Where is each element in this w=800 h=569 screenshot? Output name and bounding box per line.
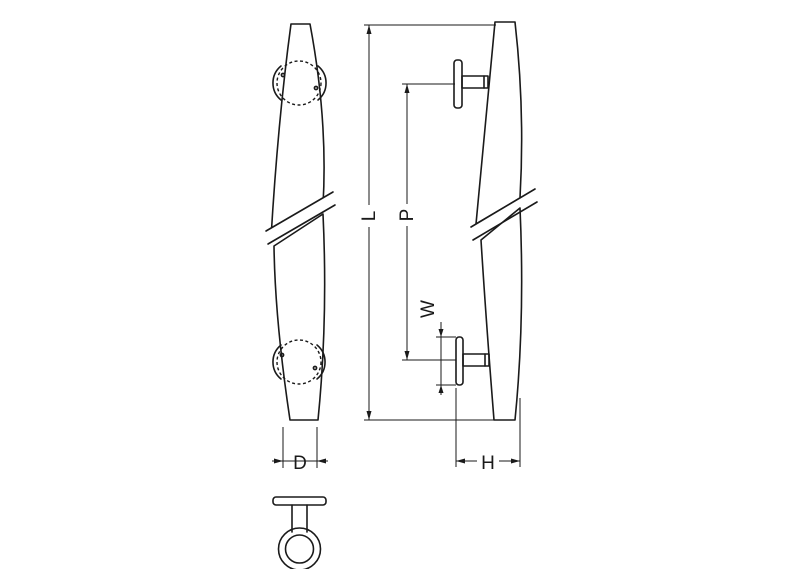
h-label-bg bbox=[477, 450, 499, 472]
front-screw-hole-top-right bbox=[313, 85, 319, 91]
front-rosette-bottom-hidden bbox=[276, 339, 322, 385]
section-tube-inner bbox=[284, 534, 315, 564]
side-bar-upper bbox=[475, 21, 523, 225]
side-standoff-bottom-plate bbox=[455, 336, 464, 386]
side-break-gap bbox=[470, 190, 536, 241]
section-tube-outer bbox=[277, 527, 322, 569]
front-break-line-top bbox=[265, 191, 334, 232]
front-screw-hole-top-left bbox=[280, 72, 286, 78]
l-arrow-top bbox=[366, 25, 372, 34]
side-view: L P W H bbox=[358, 21, 538, 474]
d-arrow-right bbox=[317, 458, 326, 464]
dimension-label-l: L bbox=[359, 211, 380, 222]
front-break-line-bottom bbox=[267, 204, 336, 245]
side-break-line-top bbox=[470, 188, 536, 228]
cross-section-view bbox=[272, 496, 327, 569]
h-arrow-left bbox=[456, 458, 465, 464]
d-arrow-left bbox=[274, 458, 283, 464]
section-base-plate bbox=[272, 496, 327, 506]
dimension-label-h: H bbox=[481, 453, 495, 474]
side-standoff-top-post bbox=[461, 75, 489, 89]
dimension-label-w: W bbox=[418, 300, 439, 318]
dimension-label-p: P bbox=[397, 209, 418, 222]
front-rosette-bottom-right bbox=[316, 344, 326, 380]
h-arrow-right bbox=[511, 458, 520, 464]
front-rosette-top-hidden bbox=[276, 60, 322, 106]
front-rosette-top-right bbox=[317, 65, 327, 101]
l-arrow-bottom bbox=[366, 411, 372, 420]
front-bar-lower bbox=[273, 213, 326, 421]
front-screw-hole-bottom-left bbox=[279, 352, 285, 358]
p-label-bg bbox=[396, 204, 418, 226]
dimension-label-d: D bbox=[293, 453, 307, 474]
side-standoff-bottom-post bbox=[462, 353, 490, 367]
front-rosette-top bbox=[272, 65, 282, 101]
side-bar-lower bbox=[480, 207, 523, 421]
front-view: D bbox=[265, 23, 336, 474]
side-standoff-top-plate bbox=[453, 59, 463, 109]
l-label-bg bbox=[358, 205, 380, 227]
front-break-gap bbox=[265, 193, 334, 246]
p-arrow-top bbox=[404, 84, 410, 93]
front-rosette-bottom bbox=[272, 344, 282, 380]
w-arrow-bottom bbox=[438, 385, 444, 393]
w-arrow-top bbox=[438, 329, 444, 337]
front-screw-hole-bottom-right bbox=[312, 365, 318, 371]
p-arrow-bottom bbox=[404, 351, 410, 360]
